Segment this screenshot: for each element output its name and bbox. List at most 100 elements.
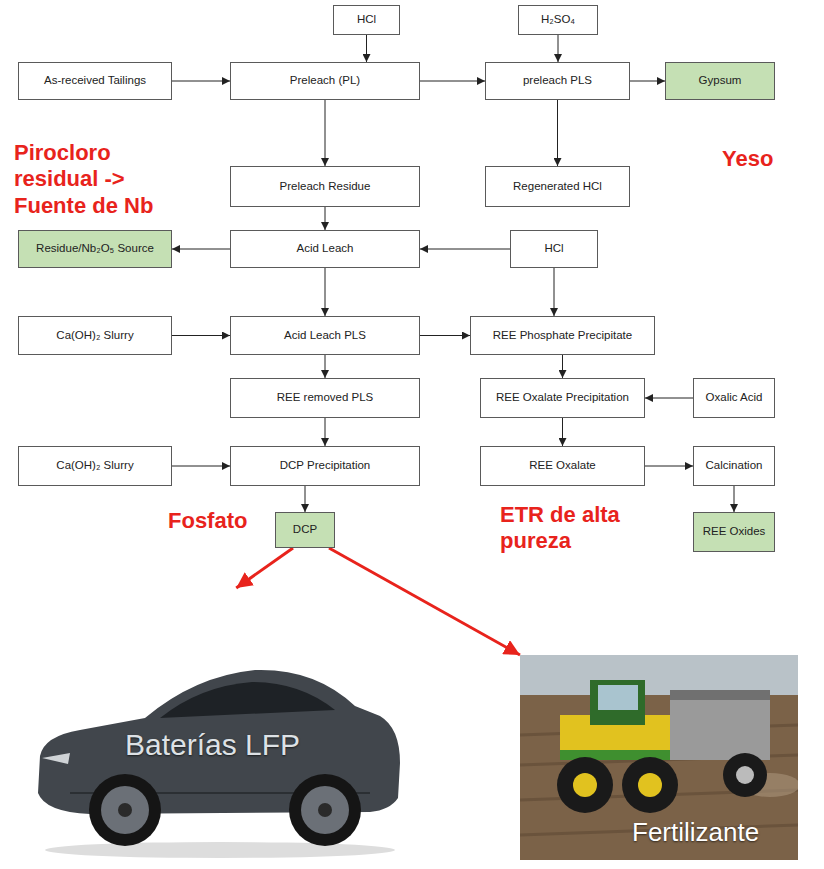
box-label: REE Phosphate Precipitate (493, 329, 632, 343)
process-box: Regenerated HCl (485, 166, 630, 207)
spreader-top (670, 690, 770, 700)
sky (520, 655, 798, 700)
box-label: REE removed PLS (277, 391, 374, 405)
box-label: Acid Leach PLS (284, 329, 366, 343)
box-label: Preleach Residue (280, 180, 371, 194)
annotation: ETR de alta pureza (500, 502, 640, 555)
flow-arrow (420, 335, 470, 336)
flow-arrow (325, 268, 326, 316)
tractor-wheel (622, 757, 678, 813)
annotation: Pirocloro residual -> Fuente de Nb (14, 140, 199, 219)
box-label: Preleach (PL) (290, 74, 360, 88)
process-box: Acid Leach (230, 230, 420, 268)
flow-arrow (325, 355, 326, 378)
tractor-rim (573, 773, 597, 797)
car-wheel (289, 774, 361, 846)
picture-caption: Baterías LFP (125, 728, 300, 762)
product-box: DCP (275, 512, 335, 548)
box-label: Regenerated HCl (513, 180, 602, 194)
car-window (160, 682, 335, 718)
process-box: DCP Precipitation (230, 446, 420, 486)
annotation: Fosfato (168, 508, 247, 534)
process-box: HCl (333, 5, 400, 35)
box-label: HCl (357, 13, 376, 27)
flow-arrow (562, 418, 563, 446)
process-box: REE Oxalate (480, 446, 645, 486)
product-arrow (236, 548, 293, 588)
flow-arrow (325, 207, 326, 230)
flow-arrow (305, 486, 306, 512)
process-box: HCl (510, 230, 598, 268)
box-label: preleach PLS (523, 74, 592, 88)
box-label: Calcination (706, 459, 763, 473)
car-wheel (89, 774, 161, 846)
car-hub (118, 803, 132, 817)
cab-window (598, 685, 638, 710)
flow-arrow (172, 81, 230, 82)
car-hub (318, 803, 332, 817)
product-box: Residue/Nb₂O₅ Source (18, 230, 172, 268)
flow-arrow (645, 398, 693, 399)
box-label: DCP (293, 523, 317, 537)
flow-arrow (172, 249, 230, 250)
product-arrow (329, 548, 520, 655)
process-box: preleach PLS (485, 62, 630, 100)
car-rim (101, 786, 149, 834)
process-box: Acid Leach PLS (230, 316, 420, 355)
tractor-rim (638, 773, 662, 797)
box-label: Gypsum (699, 74, 742, 88)
flow-arrow (325, 100, 326, 166)
flow-arrow (558, 35, 559, 62)
flow-arrow (734, 486, 735, 512)
process-box: Ca(OH)₂ Slurry (18, 446, 172, 486)
spreader-wheel (723, 753, 767, 797)
annotation: Yeso (722, 146, 773, 172)
tractor-cab (590, 680, 645, 725)
car-shadow (45, 842, 395, 858)
box-label: Ca(OH)₂ Slurry (56, 329, 133, 343)
product-box: Gypsum (665, 62, 775, 100)
process-box: H₂SO₄ (518, 5, 598, 35)
flow-arrow (366, 35, 367, 62)
box-label: As-received Tailings (44, 74, 146, 88)
process-box: Oxalic Acid (693, 378, 775, 418)
flow-arrow (630, 81, 665, 82)
process-box: Calcination (693, 446, 775, 486)
spreader-rim (736, 766, 754, 784)
flow-arrow (172, 466, 230, 467)
box-label: REE Oxalate (529, 459, 595, 473)
process-box: Preleach (PL) (230, 62, 420, 100)
box-label: DCP Precipitation (280, 459, 371, 473)
box-label: Oxalic Acid (706, 391, 763, 405)
picture-caption: Fertilizante (632, 817, 759, 848)
box-label: REE Oxides (703, 525, 766, 539)
process-box: REE removed PLS (230, 378, 420, 418)
box-label: HCl (544, 242, 563, 256)
flow-arrow (325, 418, 326, 446)
flow-arrow (420, 249, 510, 250)
flow-arrow (557, 100, 558, 166)
car-rim (301, 786, 349, 834)
process-box: Ca(OH)₂ Slurry (18, 316, 172, 355)
flow-arrow (420, 81, 485, 82)
process-box: REE Oxalate Precipitation (480, 378, 645, 418)
box-label: Ca(OH)₂ Slurry (56, 459, 133, 473)
process-box: As-received Tailings (18, 62, 172, 100)
car-picture: Baterías LFP (30, 588, 405, 863)
spreader (670, 690, 770, 760)
product-box: REE Oxides (693, 512, 775, 552)
car-illustration (30, 588, 405, 863)
box-label: Acid Leach (297, 242, 354, 256)
process-box: REE Phosphate Precipitate (470, 316, 655, 355)
flow-arrow (172, 335, 230, 336)
car-headlight (42, 753, 70, 764)
tractor-picture: Fertilizante (520, 655, 798, 860)
flow-arrow (562, 355, 563, 378)
box-label: REE Oxalate Precipitation (496, 391, 629, 405)
process-box: Preleach Residue (230, 166, 420, 207)
tractor-wheel (557, 757, 613, 813)
box-label: Residue/Nb₂O₅ Source (36, 242, 154, 256)
flow-arrow (645, 466, 693, 467)
box-label: H₂SO₄ (541, 13, 575, 27)
